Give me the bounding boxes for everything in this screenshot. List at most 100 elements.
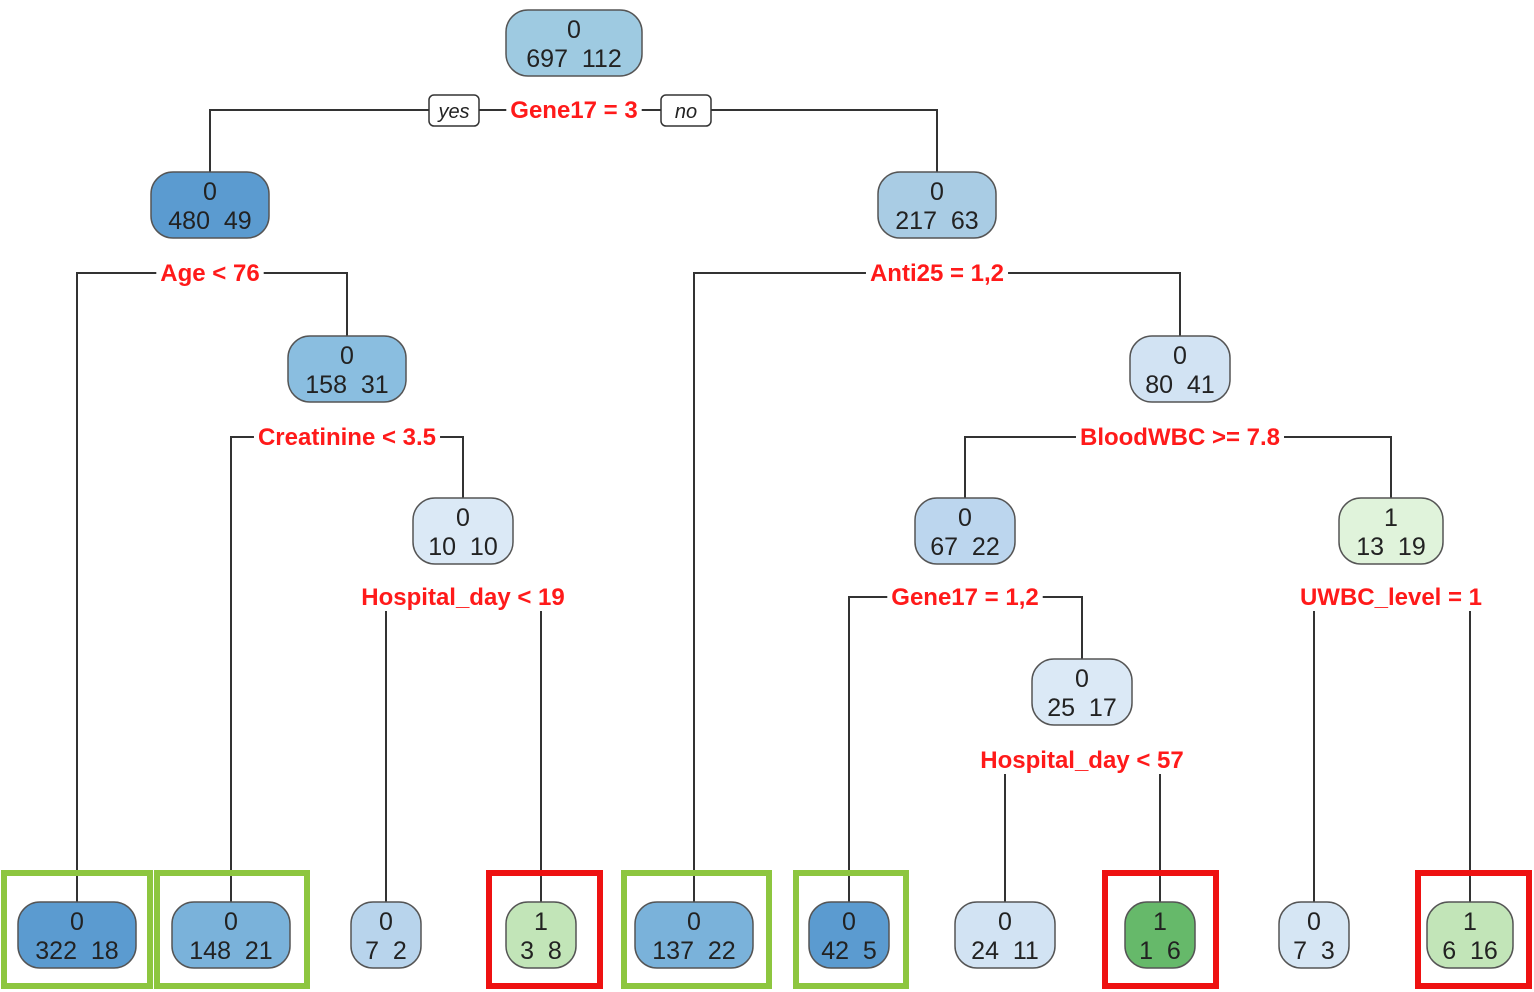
good-leaf-frame-leaf2 [154, 870, 310, 989]
node-class: 0 [1075, 665, 1089, 693]
node-counts: 7 2 [365, 937, 407, 965]
node-n25: 025 17 [1031, 658, 1133, 726]
node-class: 0 [203, 178, 217, 206]
good-leaf-frame-leaf1 [1, 870, 153, 989]
branch-no-box [660, 94, 712, 127]
node-class: 0 [842, 908, 856, 936]
node-class: 0 [998, 908, 1012, 936]
node-class: 0 [379, 908, 393, 936]
split-label-backdrop [156, 260, 264, 287]
node-box [412, 497, 514, 565]
node-box [1338, 497, 1444, 565]
node-counts: 322 18 [35, 937, 118, 965]
node-box [150, 171, 270, 239]
node-box [1124, 901, 1196, 969]
node-box [1426, 901, 1514, 969]
node-counts: 158 31 [305, 371, 388, 399]
node-box [1031, 658, 1133, 726]
split-label-backdrop [357, 584, 569, 611]
node-n11: 010 10 [412, 497, 514, 565]
branch-no-label: no [675, 101, 697, 123]
node-counts: 217 63 [895, 207, 978, 235]
node-counts: 7 3 [1293, 937, 1335, 965]
node-class: 1 [1463, 908, 1477, 936]
split-label-n12: Gene17 = 1,2 [891, 584, 1038, 611]
split-label-root: Gene17 = 3 [510, 97, 637, 124]
node-counts: 3 8 [520, 937, 562, 965]
node-box [505, 901, 577, 969]
node-box [505, 9, 643, 77]
node-box [350, 901, 422, 969]
node-class: 0 [567, 16, 581, 44]
node-box [914, 497, 1016, 565]
split-label-n6: BloodWBC >= 7.8 [1080, 424, 1280, 451]
split-label-n11: Hospital_day < 19 [361, 584, 564, 611]
node-counts: 137 22 [652, 937, 735, 965]
node-leaf9: 07 3 [1278, 901, 1350, 969]
node-counts: 6 16 [1442, 937, 1498, 965]
node-leaf8: 11 6 [1124, 901, 1196, 969]
node-counts: 1 6 [1139, 937, 1181, 965]
split-label-n3: Anti25 = 1,2 [870, 260, 1004, 287]
node-class: 0 [224, 908, 238, 936]
edge-n11 [385, 596, 542, 902]
node-class: 0 [930, 178, 944, 206]
node-box [808, 901, 890, 969]
node-leaf3: 07 2 [350, 901, 422, 969]
split-label-backdrop [976, 747, 1188, 774]
branch-yes-box [428, 94, 480, 127]
node-box [1129, 335, 1231, 403]
leaf-highlight-frames [1, 870, 1532, 989]
node-class: 0 [1173, 342, 1187, 370]
node-counts: 67 22 [930, 533, 1000, 561]
node-n13: 113 19 [1338, 497, 1444, 565]
node-leaf4: 13 8 [505, 901, 577, 969]
node-counts: 25 17 [1047, 694, 1117, 722]
good-leaf-frame-leaf6 [793, 870, 909, 989]
node-class: 0 [958, 504, 972, 532]
edges [76, 109, 1471, 902]
node-box [171, 901, 291, 969]
edge-n25 [1004, 759, 1161, 902]
bad-leaf-frame-leaf4 [486, 870, 603, 989]
node-counts: 148 21 [189, 937, 272, 965]
good-leaf-frame-leaf5 [621, 870, 772, 989]
node-box [287, 335, 407, 403]
node-box [877, 171, 997, 239]
node-box [954, 901, 1056, 969]
node-class: 0 [456, 504, 470, 532]
node-n6: 080 41 [1129, 335, 1231, 403]
node-leaf7: 024 11 [954, 901, 1056, 969]
split-label-backdrop [1075, 424, 1285, 451]
split-label-backdrop [887, 584, 1043, 611]
bad-leaf-frame-leaf10 [1415, 870, 1532, 989]
node-counts: 13 19 [1356, 533, 1426, 561]
node-box [634, 901, 754, 969]
node-n12: 067 22 [914, 497, 1016, 565]
bad-leaf-frame-leaf8 [1102, 870, 1219, 989]
edge-n13 [1313, 596, 1471, 902]
split-label-backdrop [506, 97, 642, 124]
node-class: 1 [534, 908, 548, 936]
node-counts: 80 41 [1145, 371, 1215, 399]
split-label-backdrop [1295, 584, 1487, 611]
split-label-backdrop [865, 260, 1009, 287]
split-label-n5: Creatinine < 3.5 [258, 424, 436, 451]
node-counts: 24 11 [971, 937, 1039, 965]
split-label-n25: Hospital_day < 57 [980, 747, 1183, 774]
node-leaf6: 042 5 [808, 901, 890, 969]
node-box [17, 901, 137, 969]
node-counts: 42 5 [821, 937, 877, 965]
node-class: 0 [687, 908, 701, 936]
node-class: 0 [1307, 908, 1321, 936]
split-label-backdrop [253, 424, 441, 451]
